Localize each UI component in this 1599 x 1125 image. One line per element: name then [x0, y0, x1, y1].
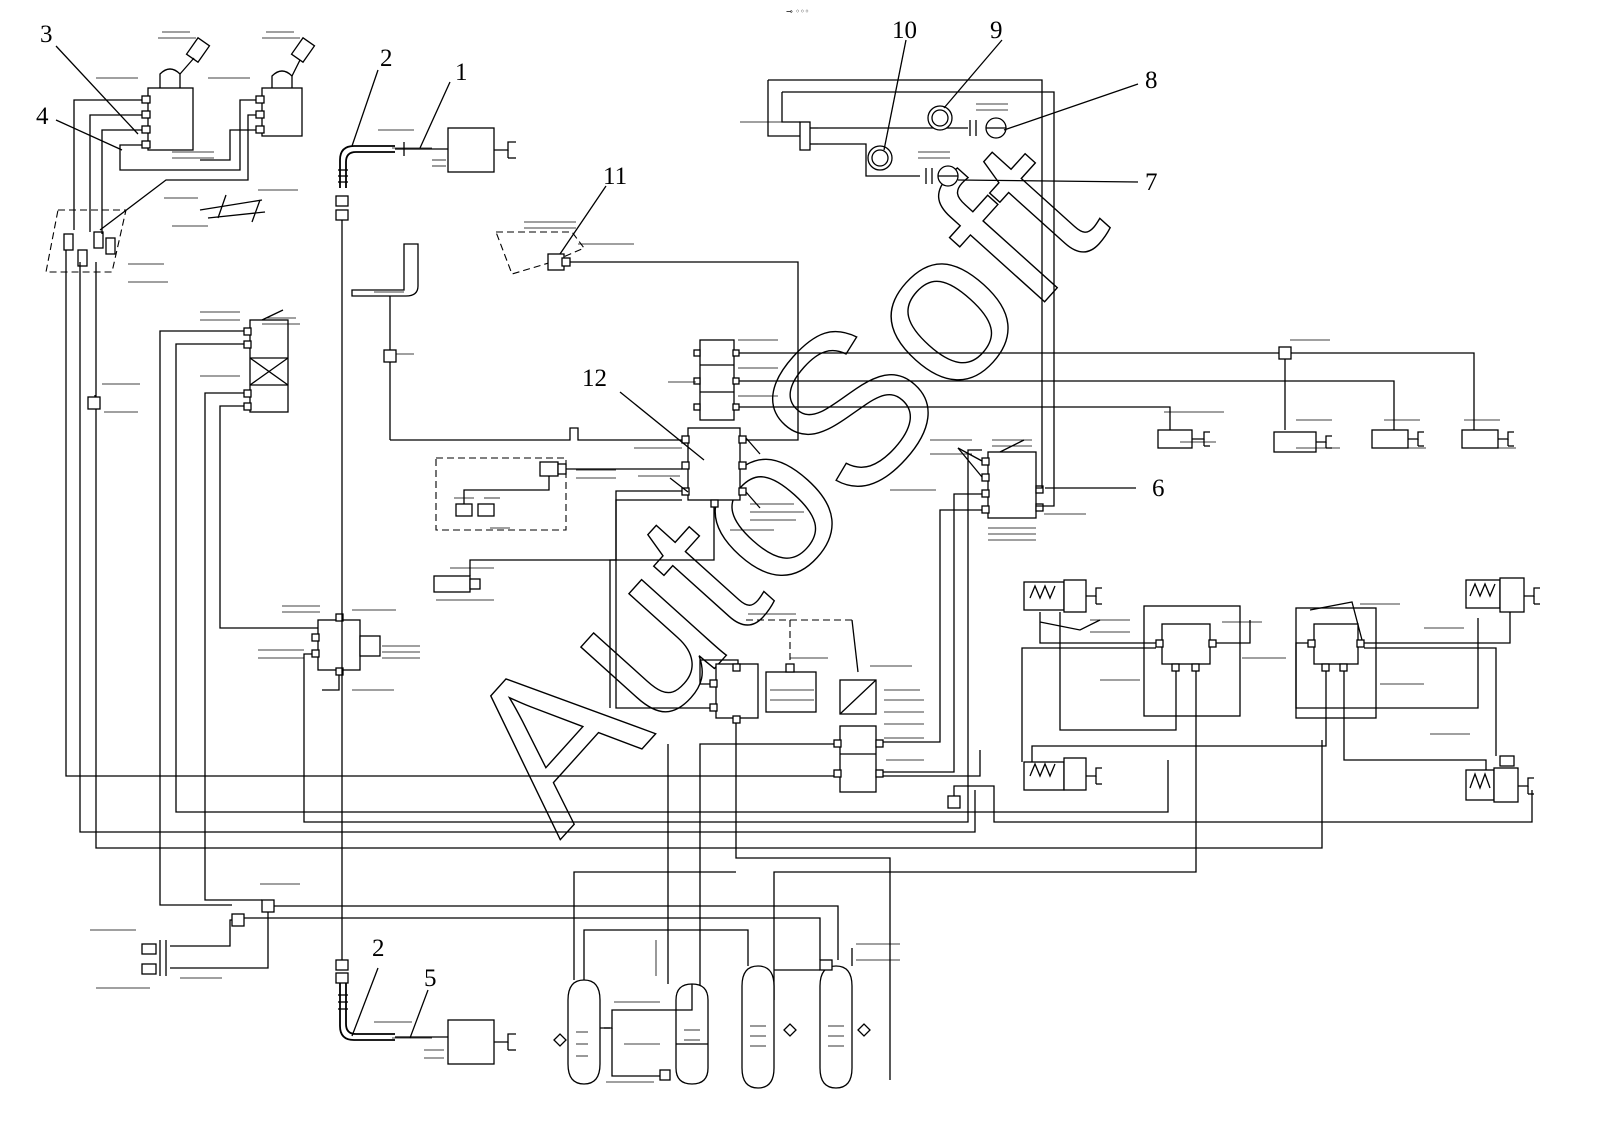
left-trunk-lines	[65, 250, 1323, 849]
callout-2a: 2	[380, 45, 393, 72]
leader-2b	[351, 967, 379, 1037]
protection-valve	[615, 499, 891, 1080]
pipes-mid-left	[159, 330, 1169, 906]
callout-7: 7	[1145, 169, 1158, 196]
callout-2b: 2	[372, 935, 385, 962]
callout-1: 1	[455, 59, 468, 86]
valve-6	[957, 439, 1044, 519]
illegible-annotations	[90, 31, 1516, 1083]
gauge-loop	[767, 79, 1055, 507]
leader-10	[883, 39, 907, 151]
pipes-manifold-right	[739, 346, 1475, 430]
air-tanks	[553, 744, 871, 1089]
callout-6: 6	[1152, 475, 1165, 502]
pipes-top-left	[73, 99, 266, 234]
callout-11: 11	[603, 163, 627, 190]
leader-8	[1003, 83, 1139, 131]
leader-11	[559, 185, 607, 255]
callout-8: 8	[1145, 67, 1158, 94]
leader-12	[619, 391, 705, 461]
callout-4: 4	[36, 103, 49, 130]
leader-7	[957, 179, 1139, 183]
manifold-12	[669, 339, 761, 509]
seat-symbol	[351, 243, 690, 441]
control-valve-centre	[303, 449, 982, 823]
leader-1	[419, 81, 451, 149]
actuator-cylinders-top	[1157, 429, 1514, 453]
air-dryer-11	[495, 231, 799, 441]
leader-4	[55, 119, 123, 151]
relay-valve-left	[243, 309, 289, 413]
callout-5: 5	[424, 965, 437, 992]
bottom-left-fittings	[141, 899, 839, 976]
leader-2a	[351, 69, 379, 147]
callout-10: 10	[892, 17, 917, 44]
pressure-switch-box	[433, 457, 682, 593]
four-circuit-valve	[609, 493, 1533, 1000]
relay-valves-right	[1143, 605, 1377, 719]
hose-top	[335, 127, 516, 960]
header-mark: ⊸ ◦◦◦	[786, 7, 809, 16]
fitting-bracket	[45, 209, 127, 273]
callout-9: 9	[990, 17, 1003, 44]
leader-9	[943, 39, 1003, 109]
leader-3	[55, 45, 139, 135]
callout-12: 12	[582, 365, 607, 392]
spring-chambers-right	[1023, 577, 1540, 803]
callout-3: 3	[40, 21, 53, 48]
brake-valve-right	[255, 36, 316, 137]
pipes-right-chambers	[773, 601, 1511, 1000]
leader-5	[409, 989, 429, 1039]
brake-valve-left	[141, 36, 211, 151]
hose-bottom	[335, 959, 516, 1065]
bracket-fittings	[63, 231, 116, 267]
